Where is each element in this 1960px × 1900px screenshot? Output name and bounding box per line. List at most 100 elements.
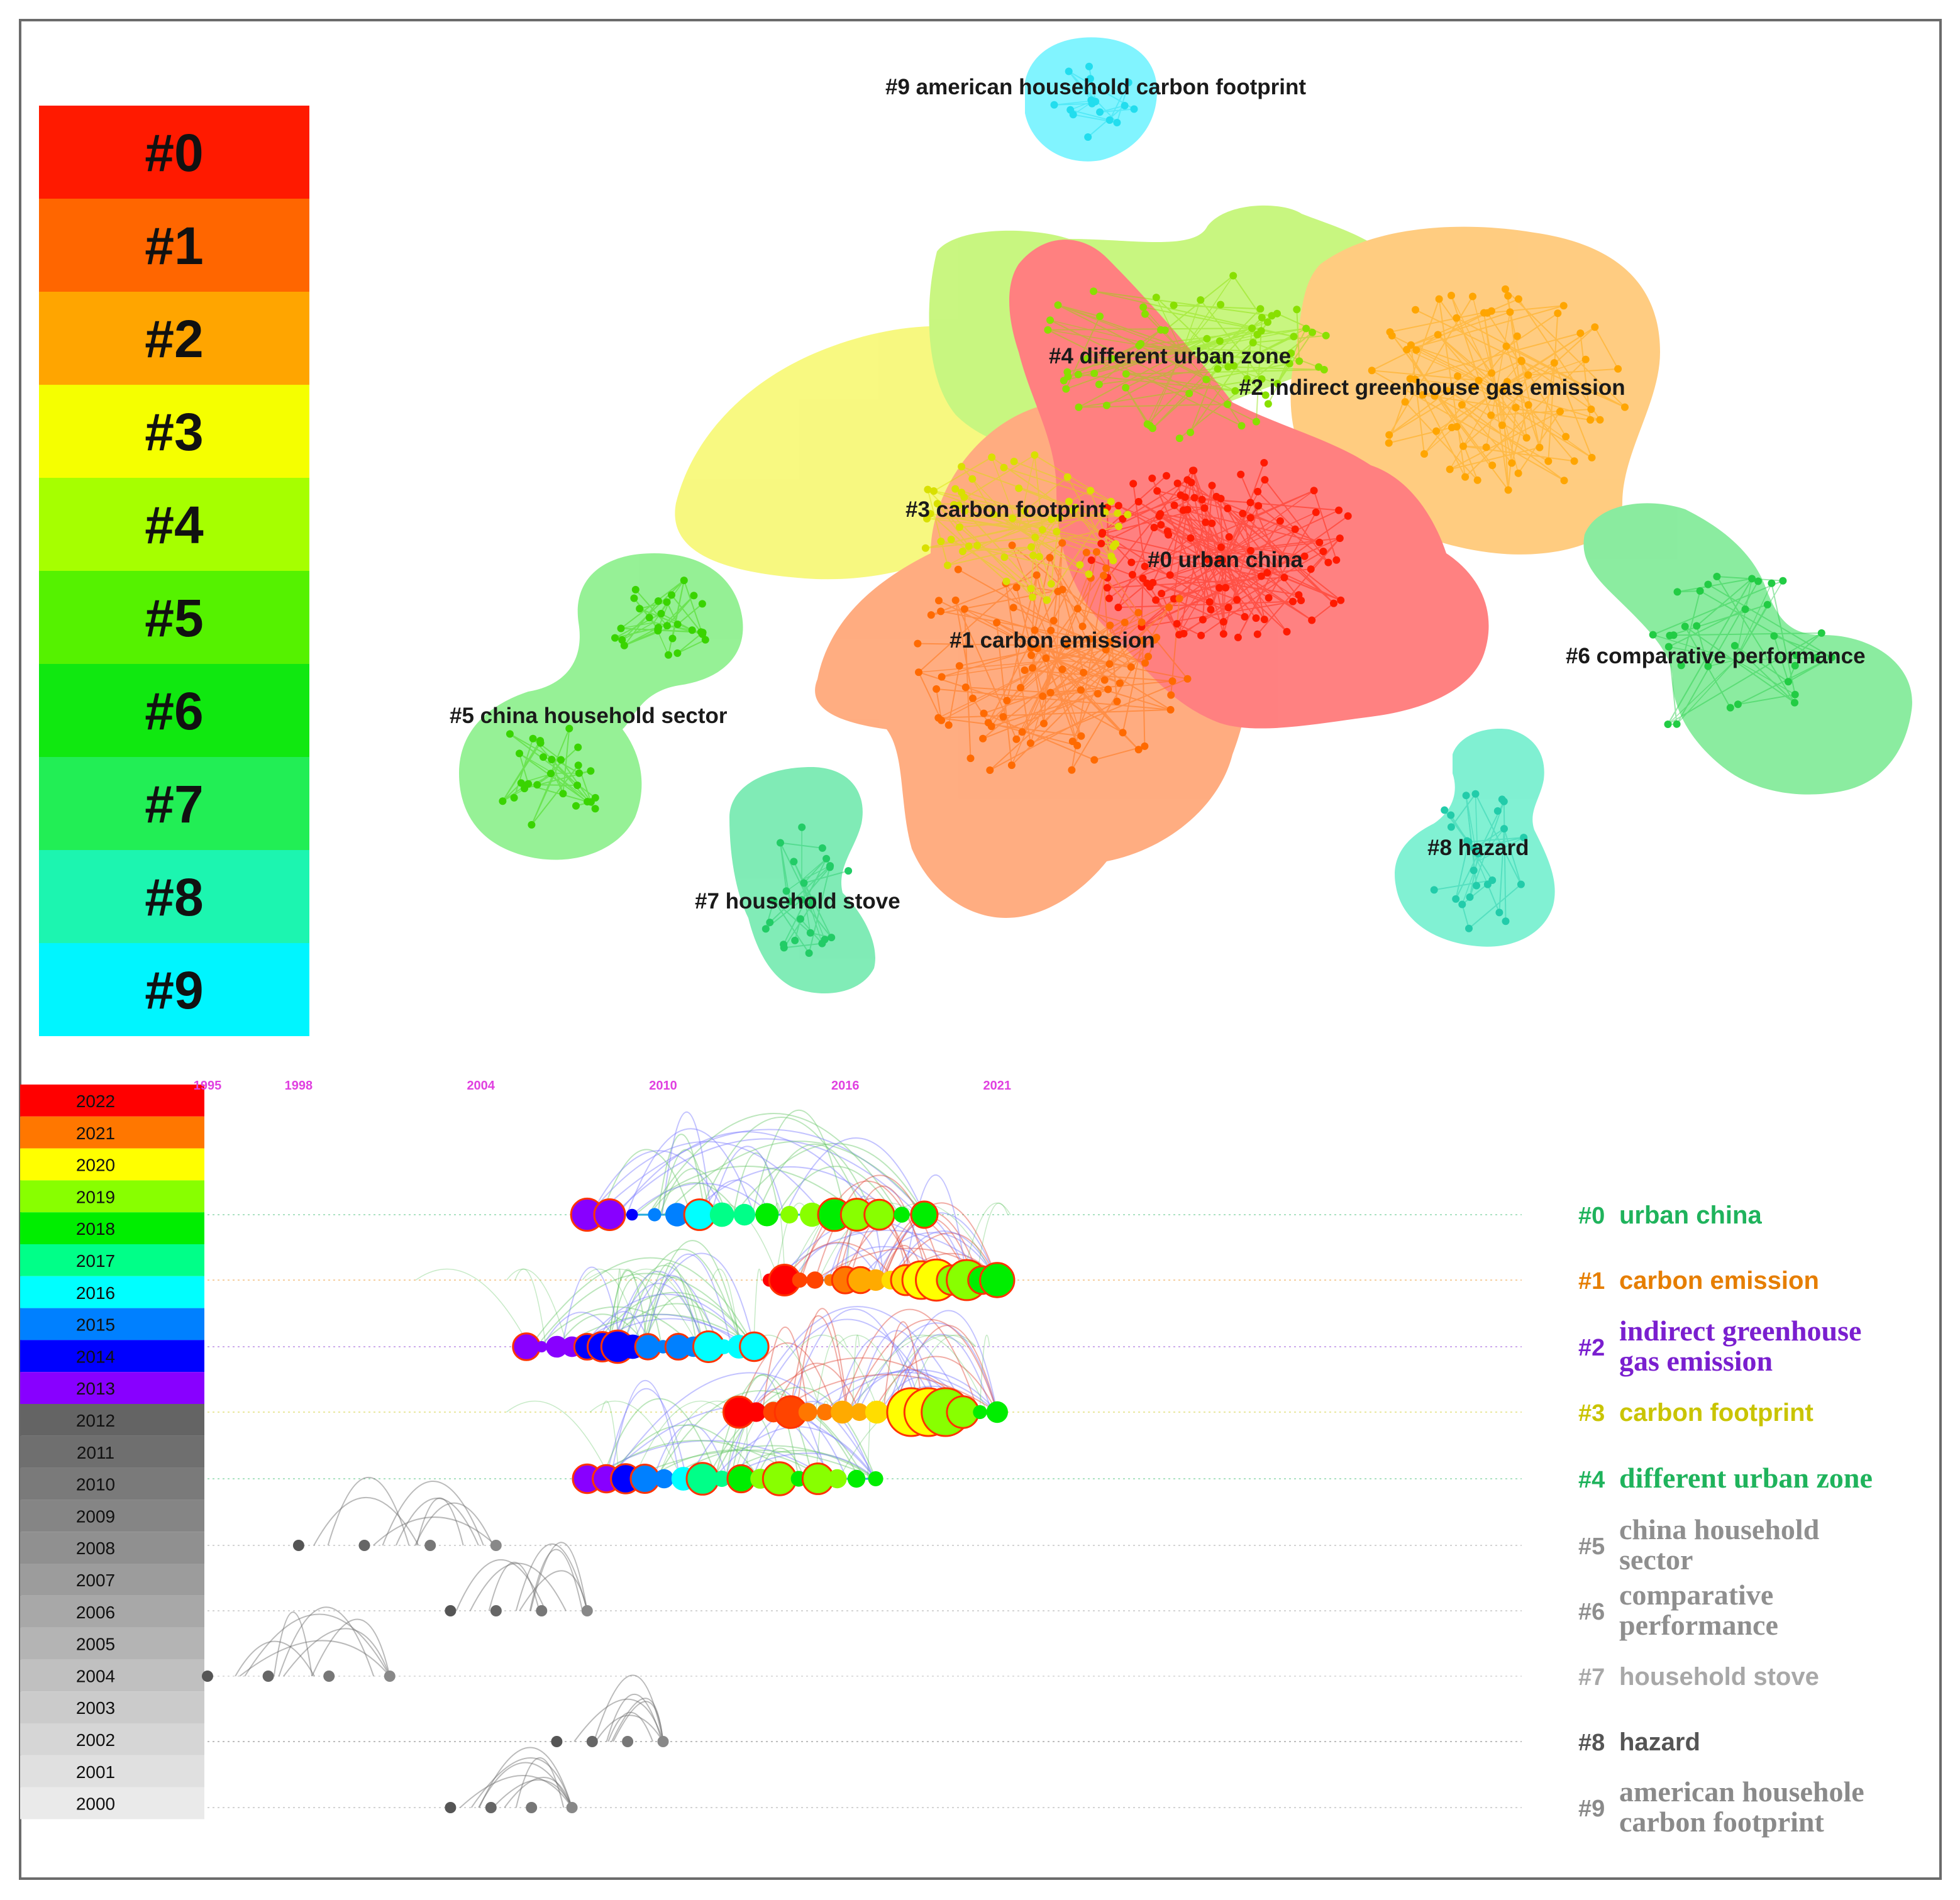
network-edge bbox=[1518, 299, 1601, 421]
network-node bbox=[1506, 308, 1514, 316]
network-node bbox=[1498, 421, 1506, 429]
network-node bbox=[1748, 575, 1756, 583]
timeline-arc bbox=[847, 1319, 998, 1413]
network-edge bbox=[1276, 353, 1292, 384]
network-edge bbox=[614, 613, 662, 639]
year-legend-swatch bbox=[20, 1340, 204, 1373]
network-edge bbox=[1206, 363, 1290, 380]
network-node bbox=[1027, 651, 1036, 660]
timeline-arc bbox=[885, 1310, 998, 1413]
network-node bbox=[1115, 522, 1122, 531]
network-node bbox=[958, 548, 966, 555]
network-node bbox=[1165, 604, 1173, 611]
cluster-legend-swatch bbox=[39, 199, 309, 292]
network-edge bbox=[560, 759, 592, 803]
network-node bbox=[573, 782, 582, 790]
network-node bbox=[524, 780, 533, 788]
year-legend-swatch bbox=[20, 1085, 204, 1117]
network-node bbox=[1248, 324, 1256, 333]
network-node bbox=[663, 622, 671, 630]
network-edge bbox=[1473, 828, 1505, 849]
network-node bbox=[782, 887, 790, 895]
network-node bbox=[1291, 525, 1299, 533]
network-node bbox=[947, 536, 955, 543]
network-node bbox=[540, 753, 547, 761]
network-node bbox=[1096, 108, 1104, 116]
year-legend-swatch bbox=[20, 1148, 204, 1181]
network-edge bbox=[1024, 511, 1040, 557]
network-edge bbox=[1056, 660, 1110, 665]
network-node bbox=[914, 639, 922, 648]
network-node bbox=[1009, 604, 1017, 612]
timeline-node bbox=[863, 1198, 895, 1231]
network-node bbox=[574, 743, 582, 751]
network-node bbox=[1187, 478, 1195, 487]
cluster-legend-label: #7 bbox=[145, 775, 203, 834]
network-node bbox=[1150, 524, 1158, 531]
network-node bbox=[1058, 585, 1066, 594]
year-legend-swatch bbox=[20, 1755, 204, 1787]
network-node bbox=[1003, 697, 1011, 705]
network-edge bbox=[1496, 326, 1595, 390]
timeline-row-label: hazard bbox=[1619, 1728, 1700, 1756]
network-node bbox=[1225, 533, 1233, 541]
network-node bbox=[529, 734, 537, 743]
timeline-arc bbox=[700, 1179, 772, 1215]
network-edge bbox=[972, 478, 995, 515]
network-node bbox=[1517, 880, 1525, 888]
network-edge bbox=[1054, 102, 1092, 106]
timeline-link bbox=[799, 1335, 880, 1413]
network-node bbox=[572, 802, 580, 810]
network-edge bbox=[1056, 660, 1105, 681]
network-edge bbox=[614, 627, 659, 639]
network-edge bbox=[1149, 586, 1180, 636]
network-node bbox=[1554, 309, 1562, 318]
cluster-legend-swatch bbox=[39, 385, 309, 478]
timeline-arc bbox=[610, 1283, 706, 1347]
network-edge bbox=[941, 660, 1057, 678]
network-edge bbox=[1461, 404, 1565, 482]
network-node bbox=[1344, 512, 1352, 520]
timeline-arc bbox=[772, 1229, 998, 1281]
network-edge bbox=[1170, 553, 1227, 576]
network-node bbox=[1419, 391, 1427, 399]
network-edge bbox=[1173, 555, 1305, 600]
network-node bbox=[665, 651, 672, 659]
network-edge bbox=[1202, 499, 1251, 504]
network-node bbox=[1441, 806, 1449, 814]
network-edge bbox=[531, 773, 554, 826]
network-node bbox=[1054, 301, 1062, 309]
network-node bbox=[1015, 484, 1023, 492]
network-edge bbox=[1226, 550, 1251, 554]
network-node bbox=[1104, 685, 1112, 693]
network-edge bbox=[1109, 82, 1129, 121]
timeline-arc bbox=[904, 1174, 968, 1281]
timeline-node bbox=[536, 1341, 548, 1352]
timeline-node bbox=[713, 1471, 730, 1487]
network-node bbox=[559, 790, 567, 798]
timeline-row-label: performance bbox=[1619, 1609, 1778, 1641]
network-node bbox=[1504, 486, 1512, 494]
network-edge bbox=[1371, 370, 1564, 482]
network-edge bbox=[1668, 646, 1678, 724]
network-node bbox=[1214, 365, 1222, 373]
timeline-link bbox=[852, 1334, 860, 1413]
network-node bbox=[1300, 552, 1309, 560]
network-node bbox=[1673, 588, 1681, 596]
network-node bbox=[668, 591, 675, 599]
network-edge bbox=[1139, 330, 1261, 346]
network-edge bbox=[1220, 547, 1238, 600]
network-node bbox=[1588, 453, 1596, 461]
network-node bbox=[1106, 621, 1114, 629]
network-edge bbox=[1267, 568, 1311, 573]
network-edge bbox=[1048, 328, 1253, 331]
cluster-label: #9 american household carbon footprint bbox=[885, 75, 1306, 99]
network-edge bbox=[1205, 342, 1254, 380]
network-edge bbox=[1487, 305, 1564, 314]
timeline-link bbox=[815, 1334, 848, 1413]
network-node bbox=[1224, 504, 1232, 512]
network-edge bbox=[918, 671, 943, 721]
network-node bbox=[1713, 573, 1721, 580]
cluster-legend-label: #5 bbox=[145, 588, 203, 648]
timeline-arc bbox=[538, 1306, 695, 1347]
